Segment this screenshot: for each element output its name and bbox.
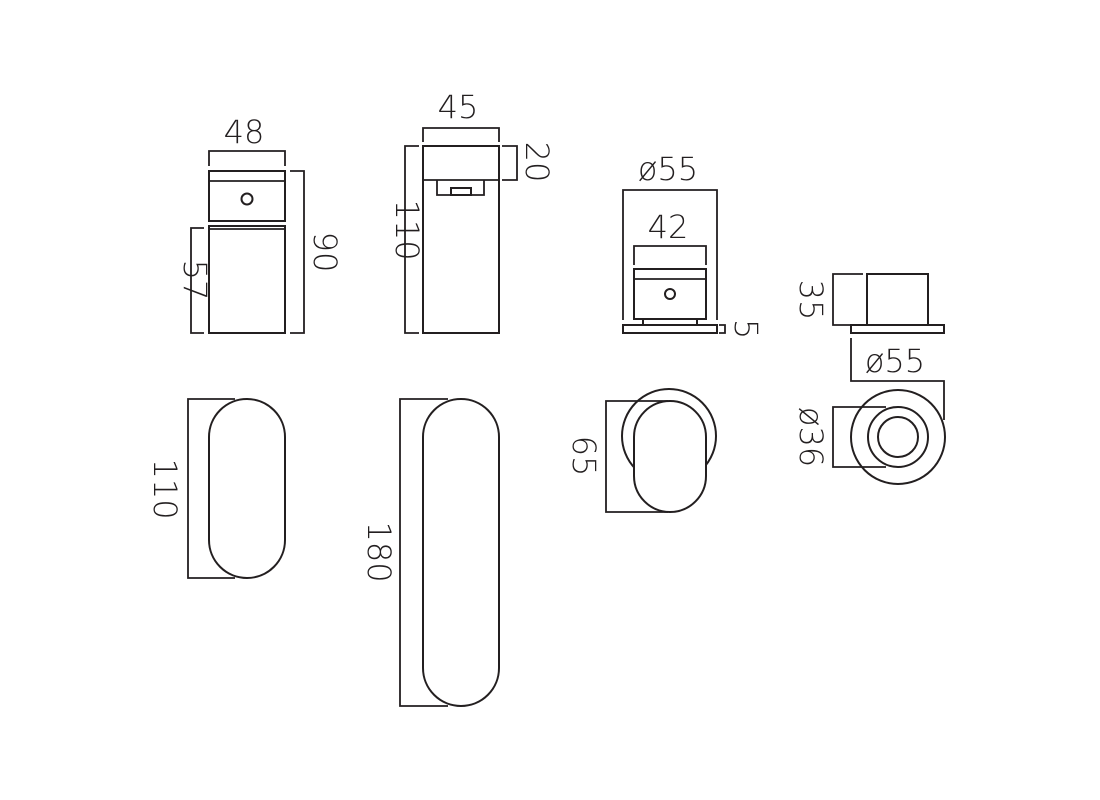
part-c-dimension-base-height: 5	[719, 319, 765, 339]
part-d-outer-diameter-label: ø55	[865, 342, 925, 380]
part-f-front-view	[422, 398, 500, 707]
part-b-dimension-cap-height: 20	[502, 142, 556, 183]
part-b-dimension-total-height: 110	[388, 145, 426, 334]
part-d-dimension-body-height: 35	[792, 273, 863, 326]
part-c-outer-diameter-label: ø55	[638, 150, 698, 188]
part-d-inner-button	[877, 416, 919, 458]
part-b-total-height-label: 110	[388, 199, 426, 260]
part-b-dimension-width: 45	[422, 88, 500, 142]
part-d-inner-diameter-label: ø36	[792, 407, 830, 467]
part-c-dimension-outer-diameter: ø55	[622, 150, 718, 320]
part-e-oval-plate	[208, 398, 286, 579]
part-d-dimension-inner-diameter: ø36	[792, 406, 886, 468]
part-a-side-view	[208, 170, 286, 334]
part-b-cap-height-label: 20	[518, 142, 556, 183]
part-b-aerator	[450, 187, 472, 196]
part-f-oval-plate	[422, 398, 500, 707]
part-g-front-view	[621, 388, 717, 513]
part-b-width-label: 45	[438, 88, 479, 126]
part-e-dimension-height: 110	[146, 398, 235, 579]
part-c-side-view	[622, 268, 718, 334]
part-d-body	[866, 273, 929, 326]
part-a-total-height-label: 90	[306, 232, 344, 273]
part-e-height-label: 110	[146, 458, 184, 519]
part-f-height-label: 180	[360, 521, 398, 582]
part-g-height-label: 65	[565, 436, 603, 477]
part-a-lower-height-label: 57	[176, 260, 214, 301]
part-a-dimension-width: 48	[208, 113, 286, 166]
part-c-base-plate	[622, 324, 718, 334]
part-d-dimension-outer-diameter: ø55	[850, 338, 945, 420]
part-f-dimension-height: 180	[360, 398, 448, 707]
part-a-dimension-lower-height: 57	[176, 227, 214, 334]
part-d-base-plate	[850, 324, 945, 334]
part-b-body	[422, 145, 500, 334]
part-a-dimension-total-height: 90	[290, 170, 344, 334]
part-b-side-view	[422, 145, 500, 334]
part-d-body-height-label: 35	[792, 280, 830, 321]
part-e-front-view	[208, 398, 286, 579]
part-c-button	[664, 288, 676, 300]
part-a-lower-block	[208, 225, 286, 334]
part-a-button	[240, 192, 254, 206]
part-d-side-view	[850, 273, 945, 334]
part-a-width-label: 48	[224, 113, 265, 151]
part-c-base-height-label: 5	[727, 319, 765, 339]
part-c-dimension-body-width: 42	[633, 208, 707, 265]
part-c-body-width-label: 42	[648, 208, 689, 246]
part-g-dimension-height: 65	[565, 400, 668, 513]
part-g-oval-handle	[633, 400, 707, 513]
part-d-top-view	[850, 389, 946, 485]
